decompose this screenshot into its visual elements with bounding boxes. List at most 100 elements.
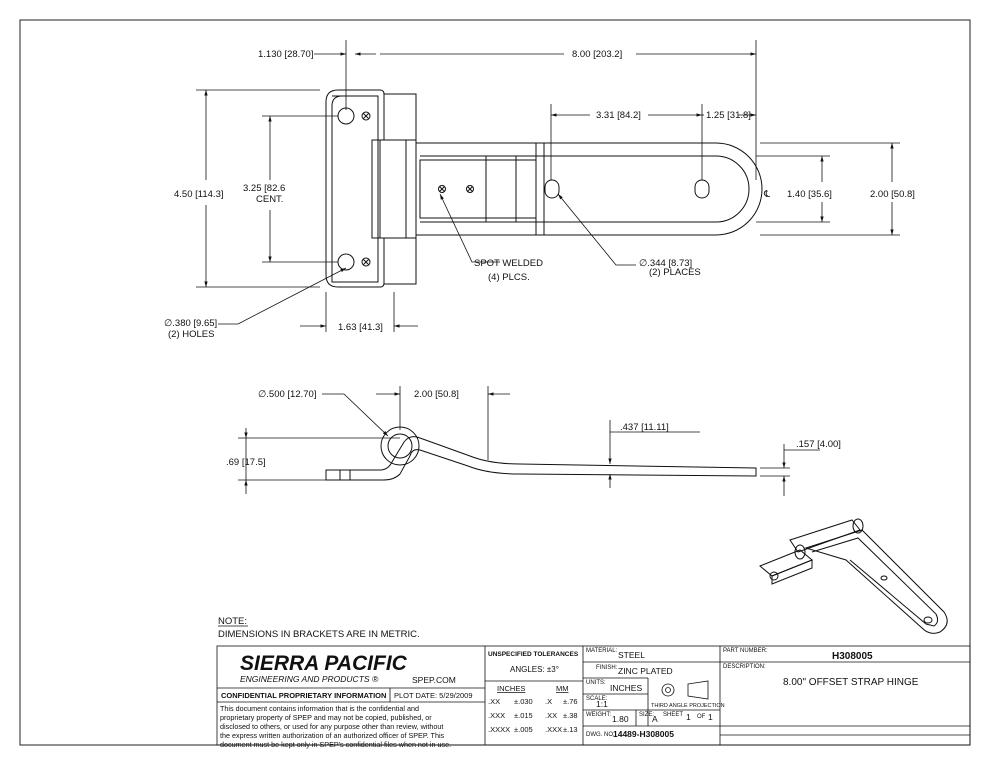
strap-hole-qty: (2) PLACES [649,267,701,278]
dim-offset-height: .437 [620,422,639,433]
disclaimer-line-2: proprietary property of SPEP and may not… [220,713,432,722]
dim-overall: 8.00 [572,49,591,60]
dim-strap-width: 2.00 [870,189,889,200]
centerline-symbol: ℄ [763,189,771,200]
dim-knuckle-height: .69 [226,457,239,468]
disclaimer-line-3: disclosed to others, or used for any pur… [220,722,443,731]
tol-row1-mm-fmt: .X [545,697,552,706]
weight-value: 1.80 [612,714,629,724]
dim-height: 4.50 [174,189,193,200]
plot-date: PLOT DATE: 5/29/2009 [394,691,473,700]
disclaimer-line-4: the express written authorization of an … [220,731,445,740]
tolerance-col-inches: INCHES [497,684,525,693]
units-value: INCHES [610,683,642,693]
spot-weld-note-line1: SPOT WELDED [474,258,543,269]
dim-thickness: .157 [796,439,815,450]
dim-knuckle: 1.63 [338,322,357,333]
dim-left-offset-mm: 28.70 [287,49,311,60]
dim-center-mm: 82.6 [267,183,286,194]
svg-text:1.25 [31.8]: 1.25 [31.8] [706,110,751,121]
company-sub: ENGINEERING AND PRODUCTS [240,674,370,684]
leaf-hole-qty: (2) HOLES [168,329,214,340]
sheet-label: SHEET [663,712,683,718]
note-heading: NOTE: [218,616,247,627]
tol-row2-in-tol: ±.015 [514,711,533,720]
title-block-text: SIERRA PACIFIC ENGINEERING AND PRODUCTS … [220,648,919,749]
projection-symbol [661,680,709,700]
tol-row3-mm-tol: ±.13 [563,725,578,734]
sheet-value: 1 [686,712,691,722]
dim-knuckle-mm: 41.3 [362,322,381,333]
dim-strap-width-mm: 50.8 [894,189,913,200]
dwg-no-value: 14489-H308005 [613,729,674,739]
part-number-label: PART NUMBER: [723,648,768,654]
size-value: A [652,714,658,724]
disclaimer-line-1: This document contains information that … [220,704,419,713]
part-number-value: H308005 [832,651,873,662]
dim-strap-inner: 1.40 [787,189,806,200]
pin-dia-mm: 12.70 [290,389,314,400]
tol-row1-in-tol: ±.030 [514,697,533,706]
finish-value: ZINC PLATED [618,666,673,676]
dim-offset-len: 2.00 [414,389,433,400]
svg-text:2.00 [50.8]: 2.00 [50.8] [414,389,459,400]
svg-text:1.40 [35.6]: 1.40 [35.6] [787,189,832,200]
company-name: SIERRA PACIFIC [240,652,408,675]
tol-row2-mm-tol: ±.38 [563,711,578,720]
side-view-dimension-text: ∅.500 [12.70] 2.00 [50.8] .437 [11.11] .… [226,389,841,468]
svg-text:2.00 [50.8]: 2.00 [50.8] [870,189,915,200]
top-view-dimension-text: 1.130 [28.70] 8.00 [203.2] 3.31 [84.2] 1… [164,49,915,340]
confidential-label: CONFIDENTIAL PROPRIETARY INFORMATION [221,691,386,700]
leaf-hole-dia: ∅.380 [164,318,191,329]
projection-label: THIRD ANGLE PROJECTION [651,703,725,709]
tol-row2-mm-fmt: .XX [545,711,557,720]
dim-offset-height-mm: 11.11 [644,422,666,433]
spot-weld-note-line2: (4) PLCS. [488,272,530,283]
material-label: MATERIAL: [586,648,618,654]
tol-row1-in-fmt: .XX [488,697,500,706]
svg-text:3.31 [84.2]: 3.31 [84.2] [596,110,641,121]
tol-row3-in-fmt: .XXXX [488,725,510,734]
tol-row2-in-fmt: .XXX [488,711,505,720]
dim-overall-mm: 203.2 [596,49,620,60]
svg-text:1.63 [41.3]: 1.63 [41.3] [338,322,383,333]
dim-center: 3.25 [243,183,262,194]
dim-thickness-mm: 4.00 [820,439,839,450]
scale-label: SCALE: [586,696,608,702]
company-website: SPEP.COM [412,675,456,685]
weight-label: WEIGHT: [586,712,611,718]
sheet-total: 1 [708,712,713,722]
svg-text:ENGINEERING AND PRODUCTS ®: ENGINEERING AND PRODUCTS ® [240,674,379,684]
dim-hole-spacing: 3.31 [596,110,615,121]
dim-height-mm: 114.3 [198,189,221,200]
size-label: SIZE: [639,712,654,718]
top-view-dimension-lines [196,40,900,332]
sheet-border [19,19,971,746]
side-view-dimension-lines [238,386,820,496]
tol-row1-mm-tol: ±.76 [563,697,578,706]
dim-center-note: CENT. [256,194,283,205]
dim-offset-len-mm: 50.8 [438,389,457,400]
dim-left-offset: 1.130 [258,49,282,60]
units-label: UNITS: [586,680,606,686]
svg-text:∅.380 [9.65]: ∅.380 [9.65] [164,318,217,329]
dim-knuckle-height-mm: 17.5 [245,457,264,468]
svg-text:3.25 [82.6: 3.25 [82.6 [243,183,285,194]
top-view [325,89,763,288]
leaf-hole-dia-mm: 9.65 [196,318,215,329]
svg-text:.437 [11.11]: .437 [11.11] [620,422,669,433]
svg-text:∅.500 [12.70]: ∅.500 [12.70] [258,389,316,400]
svg-text:1.130 [28.70]: 1.130 [28.70] [258,49,313,60]
material-value: STEEL [618,650,645,660]
dim-strap-inner-mm: 35.6 [811,189,830,200]
dim-hole-spacing-mm: 84.2 [620,110,639,121]
tol-row3-mm-fmt: .XXX [545,725,562,734]
dwg-no-label: DWG. NO. [586,732,615,738]
dim-end-to-hole: 1.25 [706,110,725,121]
finish-label: FINISH: [596,665,618,671]
of-label: OF [697,714,706,720]
svg-text:∅.344 [8.73]: ∅.344 [8.73] [639,258,692,269]
description-label: DESCRIPTION: [723,664,766,670]
tol-row3-in-tol: ±.005 [514,725,533,734]
pin-dia: ∅.500 [258,389,285,400]
